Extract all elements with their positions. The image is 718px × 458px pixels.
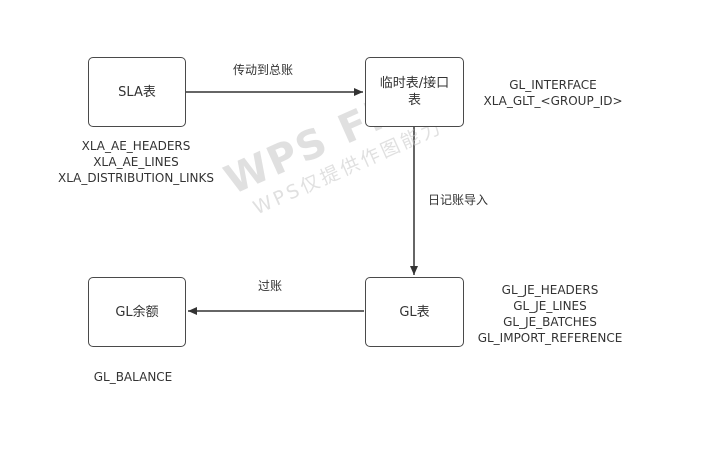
note-balance-tables: GL_BALANCE xyxy=(80,369,186,385)
note-gl-tables: GL_JE_HEADERS GL_JE_LINES GL_JE_BATCHES … xyxy=(474,282,626,346)
node-gl-table-label: GL表 xyxy=(399,304,430,320)
node-sla-table-label: SLA表 xyxy=(118,84,156,100)
note-balance-table-name: GL_BALANCE xyxy=(93,370,173,384)
note-sla-table-name: XLA_DISTRIBUTION_LINKS xyxy=(58,171,214,185)
note-interface-table-name: GL_INTERFACE xyxy=(509,78,597,92)
edge-label-journal-import: 日记账导入 xyxy=(428,193,489,207)
edge-label-transfer-to-gl: 传动到总账 xyxy=(233,63,294,77)
note-sla-tables: XLA_AE_HEADERS XLA_AE_LINES XLA_DISTRIBU… xyxy=(50,138,222,186)
note-gl-table-name: GL_IMPORT_REFERENCE xyxy=(477,331,623,345)
note-interface-table-name: XLA_GLT_<GROUP_ID> xyxy=(483,94,623,108)
edge-label-posting: 过账 xyxy=(258,279,283,293)
node-gl-table[interactable]: GL表 xyxy=(365,277,464,347)
node-interface-table-label-line2: 表 xyxy=(407,93,421,108)
node-interface-table[interactable]: 临时表/接口 表 xyxy=(365,57,464,127)
note-gl-table-name: GL_JE_HEADERS xyxy=(501,283,599,297)
note-sla-table-name: XLA_AE_HEADERS xyxy=(81,139,191,153)
node-gl-balance[interactable]: GL余额 xyxy=(88,277,186,347)
node-sla-table[interactable]: SLA表 xyxy=(88,57,186,127)
node-gl-balance-label: GL余额 xyxy=(115,304,159,320)
note-gl-table-name: GL_JE_BATCHES xyxy=(503,315,597,329)
node-interface-table-label-line1: 临时表/接口 xyxy=(379,76,450,91)
note-gl-table-name: GL_JE_LINES xyxy=(513,299,587,313)
note-interface-tables: GL_INTERFACE XLA_GLT_<GROUP_ID> xyxy=(478,77,628,109)
note-sla-table-name: XLA_AE_LINES xyxy=(93,155,179,169)
